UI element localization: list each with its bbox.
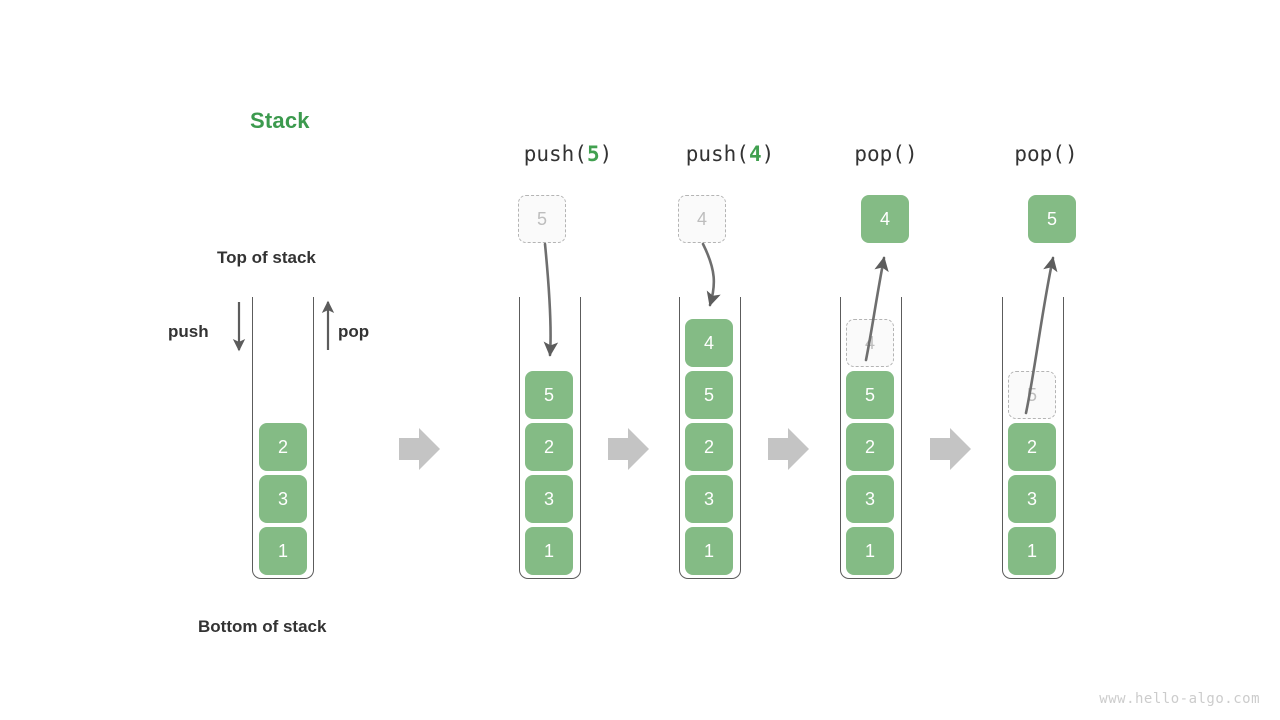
op-header-push-5: push(5) xyxy=(524,142,613,166)
stack-element: 5 xyxy=(525,371,573,419)
popped-element: 5 xyxy=(1028,195,1076,243)
label-pop: pop xyxy=(338,322,370,341)
op-header-pop-2: pop() xyxy=(1014,142,1077,166)
op-header-arg: 4 xyxy=(748,142,762,166)
label-bottom-of-stack: Bottom of stack xyxy=(198,617,327,636)
stack-element: 2 xyxy=(259,423,307,471)
floating-element-ghost: 5 xyxy=(518,195,566,243)
floating-element-ghost: 4 xyxy=(678,195,726,243)
stack-element: 3 xyxy=(525,475,573,523)
stack-element: 3 xyxy=(259,475,307,523)
stack-element: 2 xyxy=(846,423,894,471)
transition-arrow-1 xyxy=(399,428,440,470)
op-header-push-4: push(4) xyxy=(686,142,775,166)
stack-element: 1 xyxy=(685,527,733,575)
page-title: Stack xyxy=(250,108,310,133)
stack-element: 1 xyxy=(259,527,307,575)
stack-element: 1 xyxy=(846,527,894,575)
stack-element: 3 xyxy=(1008,475,1056,523)
label-push: push xyxy=(168,322,209,341)
stack-element: 2 xyxy=(685,423,733,471)
op-header-close: ) xyxy=(1064,142,1078,166)
op-header-close: ) xyxy=(599,142,613,166)
transition-arrow-3 xyxy=(768,428,809,470)
stack-element: 5 xyxy=(685,371,733,419)
stack-element: 2 xyxy=(525,423,573,471)
stack-element: 1 xyxy=(525,527,573,575)
stack-container xyxy=(252,297,314,579)
stack-element: 3 xyxy=(846,475,894,523)
label-top-of-stack: Top of stack xyxy=(217,248,316,267)
op-header-fn: push( xyxy=(685,142,749,166)
push-4-motion-arrow xyxy=(701,242,721,307)
vacated-slot-ghost: 5 xyxy=(1008,371,1056,419)
stack-element: 3 xyxy=(685,475,733,523)
op-header-fn: pop( xyxy=(854,142,905,166)
stack-container xyxy=(519,297,581,579)
stack-container xyxy=(1002,297,1064,579)
transition-arrow-2 xyxy=(608,428,649,470)
popped-element: 4 xyxy=(861,195,909,243)
stack-element: 4 xyxy=(685,319,733,367)
stack-container xyxy=(679,297,741,579)
watermark: www.hello-algo.com xyxy=(1099,691,1260,707)
stack-element: 1 xyxy=(1008,527,1056,575)
vacated-slot-ghost: 4 xyxy=(846,319,894,367)
op-header-close: ) xyxy=(761,142,775,166)
op-header-fn: pop( xyxy=(1014,142,1065,166)
stack-element: 2 xyxy=(1008,423,1056,471)
op-header-fn: push( xyxy=(523,142,587,166)
op-header-pop-1: pop() xyxy=(854,142,917,166)
stack-container xyxy=(840,297,902,579)
stack-element: 5 xyxy=(846,371,894,419)
op-header-close: ) xyxy=(904,142,918,166)
op-header-arg: 5 xyxy=(586,142,600,166)
transition-arrow-4 xyxy=(930,428,971,470)
